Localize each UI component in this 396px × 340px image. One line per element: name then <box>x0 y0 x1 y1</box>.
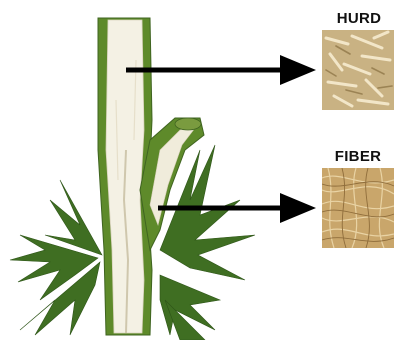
fiber-label: FIBER <box>324 148 392 165</box>
hurd-label: HURD <box>330 10 388 27</box>
hurd-arrow <box>126 55 316 85</box>
hurd-sample-image <box>322 30 394 110</box>
fiber-sample-image <box>322 168 394 248</box>
